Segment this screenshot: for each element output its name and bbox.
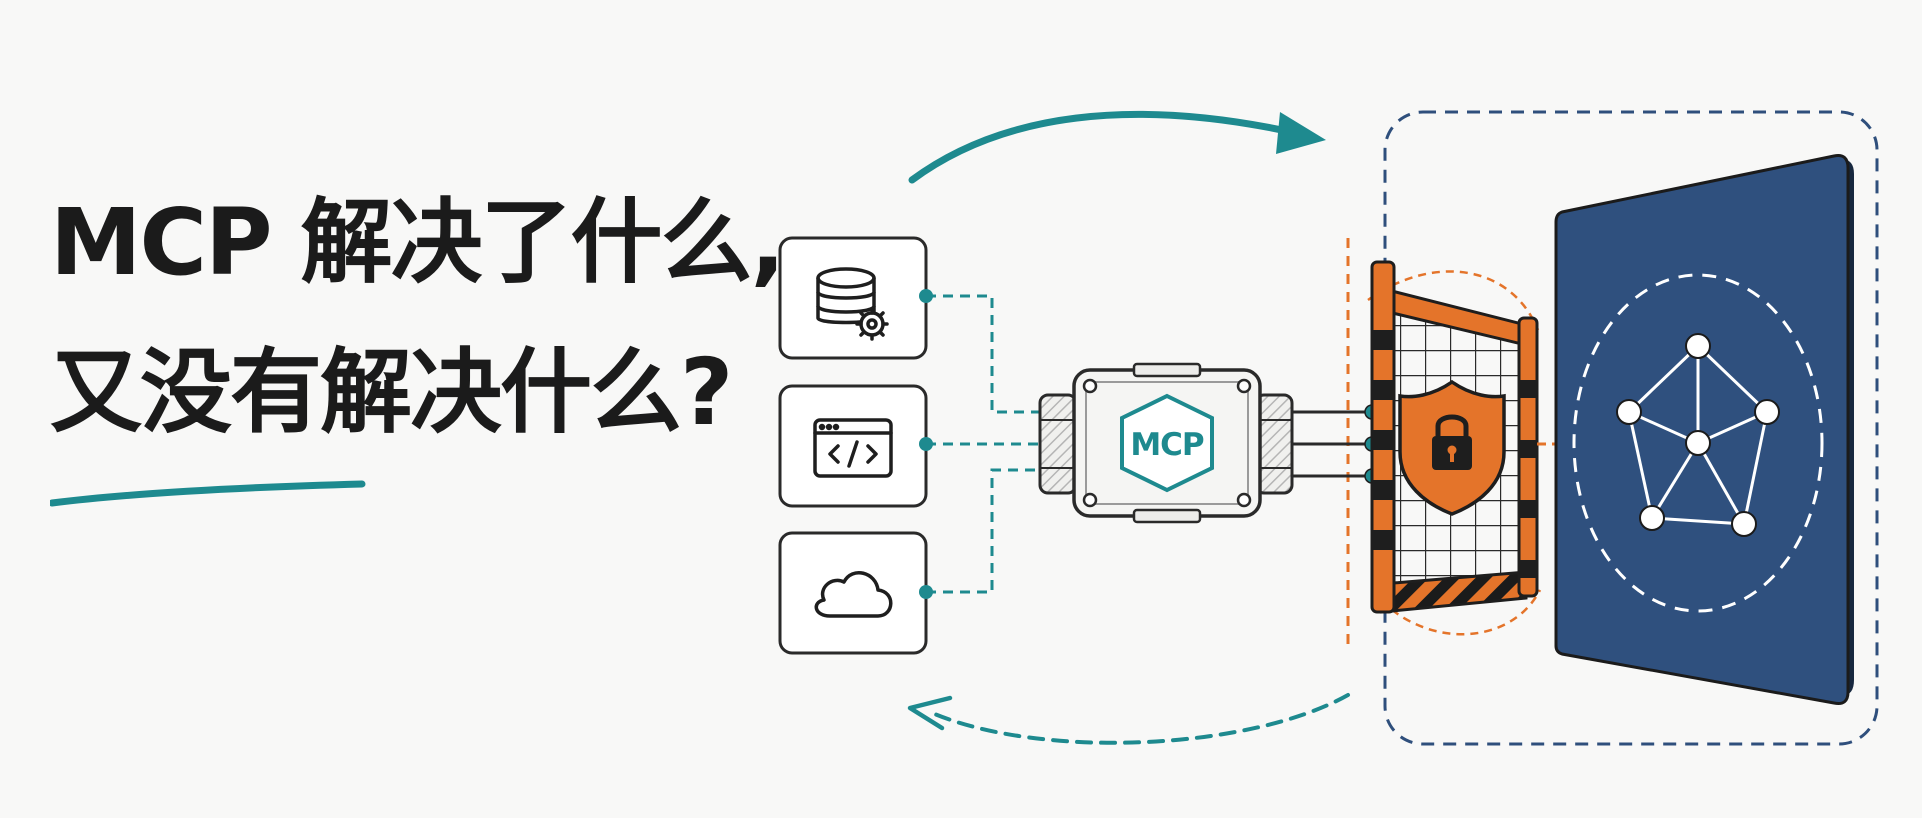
source-code (778, 384, 928, 508)
headline: MCP 解决了什么, 又没有解决什么? (50, 168, 785, 468)
forward-flow-arrow (908, 110, 1326, 184)
hub-to-gate-connectors (1292, 404, 1380, 484)
hub-label: MCP (1130, 427, 1204, 463)
headline-line-2: 又没有解决什么? (50, 339, 733, 446)
source-connector-dots (919, 289, 933, 599)
network-ring (1572, 273, 1824, 613)
source-cloud (778, 531, 928, 655)
headline-underline (50, 480, 366, 507)
trust-boundary (1383, 110, 1879, 746)
database-gear-icon (816, 267, 889, 341)
code-window-icon (813, 418, 893, 478)
protected-system-panel (1554, 154, 1854, 705)
shield-lock-icon (1398, 379, 1506, 516)
security-gate (1367, 260, 1542, 636)
source-connectors (926, 294, 1040, 594)
return-flow-arrow (907, 693, 1350, 745)
source-database (778, 236, 928, 360)
headline-line-1: MCP 解决了什么, (50, 189, 785, 296)
mcp-hub: MCP (1038, 362, 1294, 524)
network-graph-icon (1616, 333, 1780, 537)
cloud-icon (814, 571, 893, 618)
